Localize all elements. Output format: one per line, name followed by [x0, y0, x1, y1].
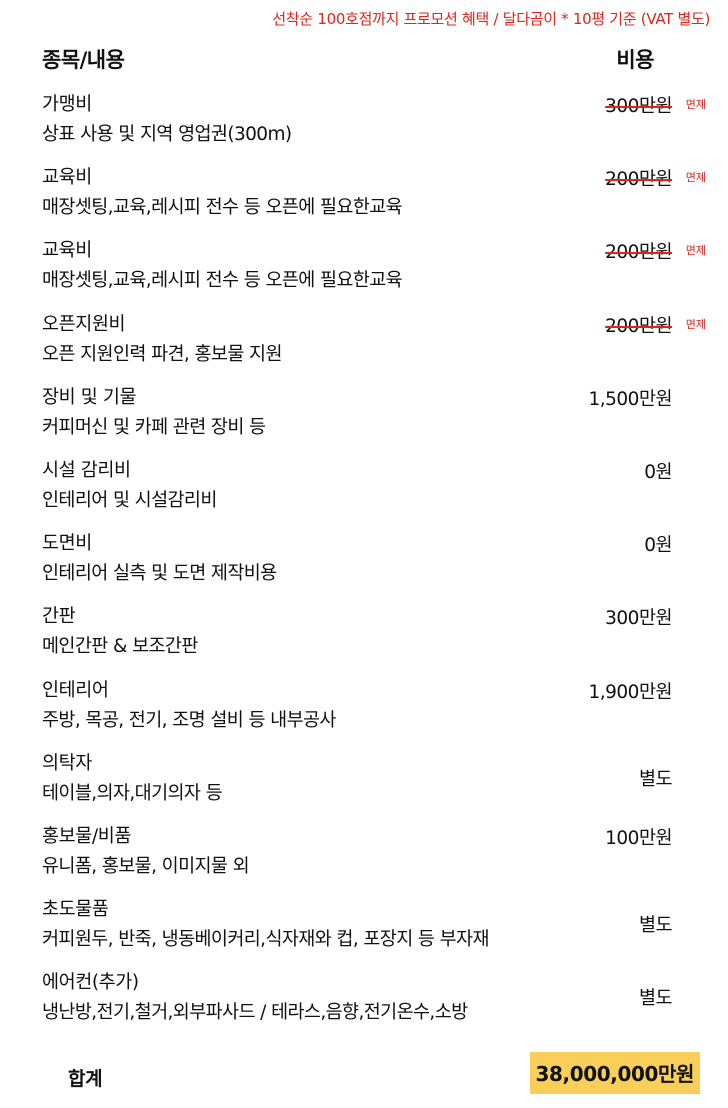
exempt-badge: 면제: [685, 171, 706, 185]
row-title: 교육비: [42, 167, 92, 189]
row-title: 간판: [42, 606, 76, 628]
row-price: 300만원: [605, 96, 672, 117]
row-price: 200만원: [605, 169, 672, 191]
row-description: 매장셋팅,교육,레시피 전수 등 오픈에 필요한교육: [42, 197, 403, 219]
table-header: 종목/내용 비용: [42, 44, 654, 74]
table-row: 오픈지원비 오픈 지원인력 파견, 홍보물 지원 200만원 면제: [0, 308, 728, 381]
row-description: 테이블,의자,대기의자 등: [42, 782, 223, 804]
table-row: 의탁자 테이블,의자,대기의자 등 별도: [0, 747, 728, 820]
row-price: 별도: [638, 915, 673, 937]
promo-notice: 선착순 100호점까지 프로모션 혜택 / 달다곰이 * 10평 기준 (VAT…: [272, 10, 710, 28]
row-description: 냉난방,전기,철거,외부파사드 / 테라스,음향,전기온수,소방: [42, 1002, 468, 1024]
row-description: 인테리어 실측 및 도면 제작비용: [42, 563, 277, 585]
row-title: 의탁자: [42, 752, 92, 774]
table-row: 시설 감리비 인테리어 및 시설감리비 0원: [0, 454, 728, 527]
table-row: 인테리어 주방, 목공, 전기, 조명 설비 등 내부공사 1,900만원: [0, 674, 728, 747]
row-description: 상표 사용 및 지역 영업권(300m): [42, 124, 292, 145]
row-description: 메인간판 & 보조간판: [42, 636, 198, 658]
table-row: 교육비 매장셋팅,교육,레시피 전수 등 오픈에 필요한교육 200만원 면제: [0, 161, 728, 234]
row-title: 홍보물/비품: [42, 825, 131, 847]
total-label: 합계: [68, 1068, 103, 1090]
header-item-label: 종목/내용: [42, 48, 125, 72]
row-description: 오픈 지원인력 파견, 홍보물 지원: [42, 343, 282, 365]
row-title: 교육비: [42, 240, 92, 262]
table-row: 가맹비 상표 사용 및 지역 영업권(300m) 300만원 면제: [0, 88, 728, 161]
table-row: 교육비 매장셋팅,교육,레시피 전수 등 오픈에 필요한교육 200만원 면제: [0, 234, 728, 307]
row-description: 커피머신 및 카페 관련 장비 등: [42, 416, 266, 438]
header-cost-label: 비용: [616, 48, 654, 72]
table-row: 초도물품 커피원두, 반죽, 냉동베이커리,식자재와 컵, 포장지 등 부자재 …: [0, 893, 728, 966]
row-description: 유니폼, 홍보물, 이미지물 외: [42, 855, 250, 877]
row-price: 200만원: [605, 315, 672, 337]
row-price: 0원: [644, 535, 672, 557]
row-price: 100만원: [605, 827, 672, 849]
table-row: 간판 메인간판 & 보조간판 300만원: [0, 600, 728, 673]
row-price: 별도: [638, 988, 673, 1010]
exempt-badge: 면제: [685, 98, 706, 111]
row-price: 200만원: [605, 242, 672, 264]
row-description: 커피원두, 반죽, 냉동베이커리,식자재와 컵, 포장지 등 부자재: [42, 929, 489, 951]
row-title: 가맹비: [42, 94, 92, 115]
table-row: 에어컨(추가) 냉난방,전기,철거,외부파사드 / 테라스,음향,전기온수,소방…: [0, 966, 728, 1039]
row-title: 오픈지원비: [42, 313, 126, 335]
row-price: 300만원: [605, 608, 672, 630]
table-row: 홍보물/비품 유니폼, 홍보물, 이미지물 외 100만원: [0, 820, 728, 893]
row-price: 별도: [638, 768, 673, 790]
cost-table: 가맹비 상표 사용 및 지역 영업권(300m) 300만원 면제 교육비 매장…: [0, 88, 728, 1039]
row-title: 도면비: [42, 533, 92, 555]
row-title: 장비 및 기물: [42, 386, 137, 408]
row-price: 0원: [644, 461, 672, 483]
row-description: 주방, 목공, 전기, 조명 설비 등 내부공사: [42, 709, 336, 731]
row-description: 인테리어 및 시설감리비: [42, 489, 217, 511]
row-price: 1,900만원: [588, 681, 672, 703]
exempt-badge: 면제: [685, 317, 706, 331]
row-title: 에어컨(추가): [42, 972, 139, 994]
table-row: 장비 및 기물 커피머신 및 카페 관련 장비 등 1,500만원: [0, 381, 728, 454]
row-title: 시설 감리비: [42, 459, 131, 481]
row-description: 매장셋팅,교육,레시피 전수 등 오픈에 필요한교육: [42, 270, 403, 292]
exempt-badge: 면제: [685, 244, 706, 258]
table-row: 도면비 인테리어 실측 및 도면 제작비용 0원: [0, 527, 728, 600]
total-value: 38,000,000만원: [530, 1052, 700, 1094]
row-title: 인테리어: [42, 679, 109, 701]
row-price: 1,500만원: [588, 388, 672, 410]
row-title: 초도물품: [42, 899, 109, 921]
